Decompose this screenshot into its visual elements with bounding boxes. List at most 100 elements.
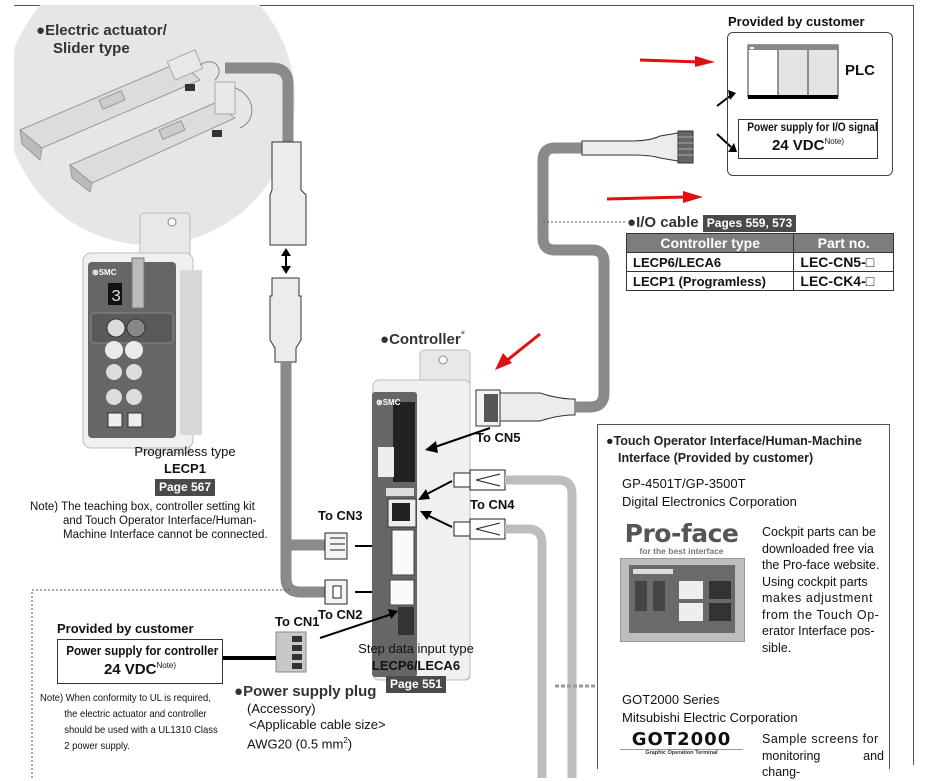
controller-device [372, 349, 471, 681]
note-line: Machine Interface cannot be connected. [63, 529, 268, 541]
io-cable-pages-tag[interactable]: Pages 559, 573 [702, 215, 797, 232]
programless-boundary [31, 589, 290, 778]
red-arrow-middle [606, 191, 703, 203]
red-arrow-top [639, 56, 715, 67]
got-info: GOT2000 Series Mitsubishi Electric Corpo… [622, 691, 798, 727]
controller-brand: ⊛SMC [376, 398, 401, 407]
controller-cable-plug [269, 277, 302, 363]
table-row: LECP6/LECA6 LEC-CN5-□ [625, 252, 894, 272]
header-part-no: Part no. [793, 233, 894, 253]
note-line: The teaching box, controller setting kit [61, 501, 255, 513]
desc-line: from the Touch Op- [762, 607, 880, 622]
power-controller-note: Note) When conformity to UL is required,… [40, 690, 218, 754]
io-power-line1: Power supply for I/O signal [747, 122, 878, 134]
cable-size-sup: 2 [343, 736, 348, 745]
io-power-voltage: 24 VDC [771, 137, 825, 154]
cable-size-label: <Applicable cable size> [249, 717, 386, 732]
programless-note: Note) The teaching box, controller setti… [30, 500, 290, 542]
actuator-title-line2: Slider type [53, 40, 130, 57]
note-prefix: Note) [30, 501, 59, 513]
step-data-type-label: Step data input type [358, 641, 474, 656]
slider-actuator-upper [19, 49, 220, 161]
lecp1-brand: ⊛SMC [92, 268, 117, 277]
actuator-title-line1: Electric actuator/ [45, 22, 167, 39]
cn4-arrow-lower [426, 514, 453, 528]
power-controller-heading: Provided by customer [57, 621, 194, 636]
table-row: LECP1 (Programless) LEC-CK4-□ [625, 271, 894, 291]
desc-line: erator Interface pos- [762, 624, 875, 638]
label-to-cn5: To CN5 [476, 430, 521, 445]
power-plug-title: Power supply plug [243, 683, 377, 700]
controller-asterisk: * [460, 329, 466, 341]
bullet-icon: ● [380, 331, 390, 348]
got-description: Sample screens for monitoring and chang- [762, 731, 884, 781]
power-controller-note-mark: Note) [156, 661, 177, 670]
io-power-arrow [716, 133, 732, 148]
io-cable-title-text: I/O cable [636, 214, 699, 231]
cn3-connector [324, 532, 348, 560]
slider-actuator-lower [69, 81, 253, 193]
got-maker: Mitsubishi Electric Corporation [622, 710, 798, 725]
got-logo-text: GOT2000 [631, 729, 732, 750]
cn4-arrow-upper [424, 480, 453, 496]
proface-description: Cockpit parts can be downloaded free via… [762, 524, 884, 656]
power-plug-subtitle: (Accessory) [247, 701, 316, 716]
cn2-cable [280, 540, 325, 598]
proface-logo: Pro-face for the best interface [620, 519, 743, 556]
desc-line: the Pro-face website. [762, 558, 880, 572]
proface-tagline: for the best interface [639, 546, 724, 556]
proface-logo-text: Pro-face [624, 519, 739, 548]
desc-line: downloaded free via [762, 541, 874, 556]
touch-interface-panel: ●Touch Operator Interface/Human-Machine … [597, 424, 890, 779]
io-cable-end [581, 132, 679, 162]
proface-screen-image [620, 558, 745, 642]
actuator-cable [225, 62, 294, 142]
table-header-row: Controller type Part no. [625, 233, 894, 253]
desc-line: makes adjustment [762, 591, 874, 605]
cn4-connector-lower [453, 518, 506, 540]
cell-controller-type: LECP1 (Programless) [625, 271, 795, 291]
desc-line: Using cockpit parts [762, 574, 868, 589]
bullet-icon: ● [606, 434, 614, 448]
io-cable [537, 142, 610, 413]
io-power-supply-box: Power supply for I/O signal 24 VDCNote) [738, 119, 878, 159]
bullet-icon: ● [627, 214, 637, 231]
io-cable-title: ●I/O cable Pages 559, 573 [627, 214, 797, 232]
power-controller-line1: Power supply for controller [66, 643, 219, 658]
touch-title-line2: Interface (Provided by customer) [618, 451, 814, 465]
cell-part-no: LEC-CN5-□ [793, 252, 894, 272]
programless-info: Programless type LECP1 Page 567 [60, 444, 310, 496]
cn4-connector-upper [453, 469, 506, 491]
label-to-cn2: To CN2 [318, 607, 363, 622]
power-controller-voltage: 24 VDC [103, 661, 157, 678]
bullet-icon: ● [234, 683, 244, 700]
io-cable-table: Controller type Part no. LECP6/LECA6 LEC… [625, 233, 894, 291]
io-cable-pins [677, 130, 694, 164]
plc-unit [747, 44, 839, 99]
cell-controller-type: LECP6/LECA6 [625, 252, 795, 272]
header-controller-type: Controller type [625, 233, 795, 253]
programless-type-label: Programless type [134, 444, 236, 459]
cn1-arrow [319, 613, 393, 639]
proface-info: GP-4501T/GP-3500T Digital Electronics Co… [622, 475, 797, 511]
cn4-cable-lower [505, 524, 547, 778]
proface-maker: Digital Electronics Corporation [622, 494, 797, 509]
label-to-cn3: To CN3 [318, 508, 363, 523]
desc-line: monitoring and chang- [762, 748, 884, 780]
cell-part-no: LEC-CK4-□ [793, 271, 894, 291]
step-data-page-tag[interactable]: Page 551 [385, 676, 447, 693]
lecp1-device [82, 212, 202, 454]
power-controller-box: Power supply for controller 24 VDCNote) [57, 639, 223, 684]
lecp1-digit: 3 [111, 288, 121, 307]
desc-line: Cockpit parts can be [762, 525, 876, 539]
programless-page-tag[interactable]: Page 567 [154, 479, 216, 496]
label-to-cn1: To CN1 [275, 614, 320, 629]
got-tagline: Graphic Operation Terminal [620, 749, 743, 756]
plc-group-box [727, 32, 893, 176]
actuator-title: ●Electric actuator/ Slider type [36, 22, 167, 58]
red-arrow-diagonal [495, 332, 541, 370]
touch-interface-title: ●Touch Operator Interface/Human-Machine … [606, 433, 862, 467]
cn5-connector [475, 389, 576, 427]
io-power-note-mark: Note) [824, 137, 845, 146]
step-data-info: Step data input type LECP6/LECA6 Page 55… [346, 641, 486, 693]
